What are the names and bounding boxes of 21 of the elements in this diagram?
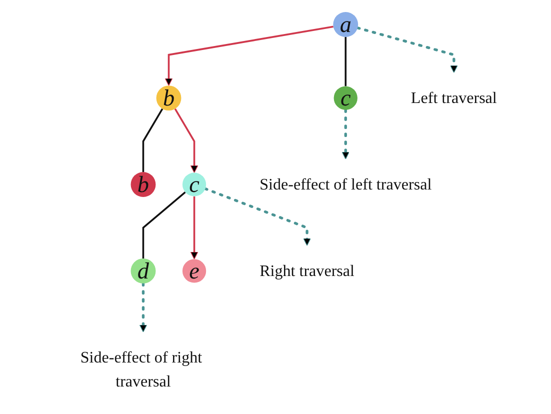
node-text: Side-effect of left traversal xyxy=(260,175,432,193)
node-text: Side-effect of right traversal xyxy=(80,348,202,390)
connector xyxy=(344,37,347,86)
node-circle: b xyxy=(130,172,156,197)
arrow xyxy=(190,196,198,260)
node-circle: e xyxy=(182,259,206,283)
node-circle: c xyxy=(182,172,206,196)
node-circle: b xyxy=(156,86,182,111)
arrow xyxy=(342,108,350,160)
arrow xyxy=(164,26,334,86)
connector xyxy=(142,191,186,258)
node-circle: a xyxy=(333,12,358,37)
arrow xyxy=(139,282,148,332)
connector xyxy=(142,108,164,172)
node-circle: c xyxy=(334,86,358,110)
arrow xyxy=(174,108,198,174)
node-text: Left traversal xyxy=(410,88,497,107)
arrow xyxy=(356,26,458,73)
arrow xyxy=(204,187,311,246)
node-text: Right traversal xyxy=(260,262,354,280)
node-circle: d xyxy=(130,258,156,284)
